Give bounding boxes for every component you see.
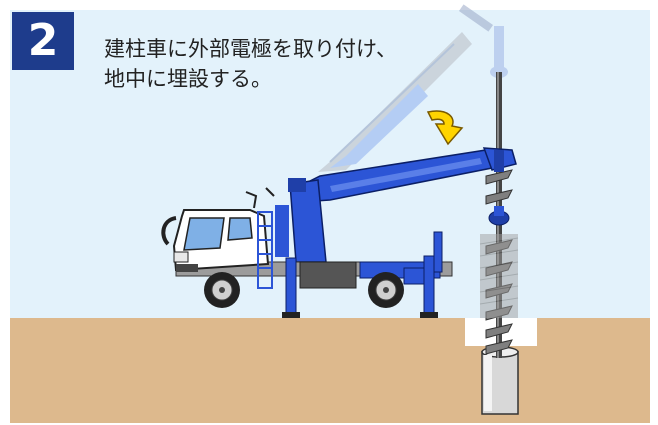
front-wheel	[204, 272, 240, 308]
auger-ghost-screw	[479, 234, 519, 318]
step-number-badge: 2	[12, 12, 74, 70]
crane-boom	[295, 147, 517, 203]
step-caption: 建柱車に外部電極を取り付け、 地中に埋設する。	[104, 34, 434, 94]
boom-previous-position	[318, 4, 494, 172]
outriggers	[282, 231, 443, 318]
crane-pedestal	[288, 178, 327, 263]
truck-cab	[161, 209, 270, 272]
ground-area	[10, 318, 650, 423]
rear-wheel	[368, 272, 404, 308]
auger-ghost-upper	[490, 26, 508, 78]
caption-line-2: 地中に埋設する。	[104, 67, 272, 91]
caption-line-1: 建柱車に外部電極を取り付け、	[104, 37, 397, 61]
auger-coupling	[488, 206, 510, 226]
ladder	[245, 187, 289, 289]
rotation-arrow	[426, 110, 464, 146]
